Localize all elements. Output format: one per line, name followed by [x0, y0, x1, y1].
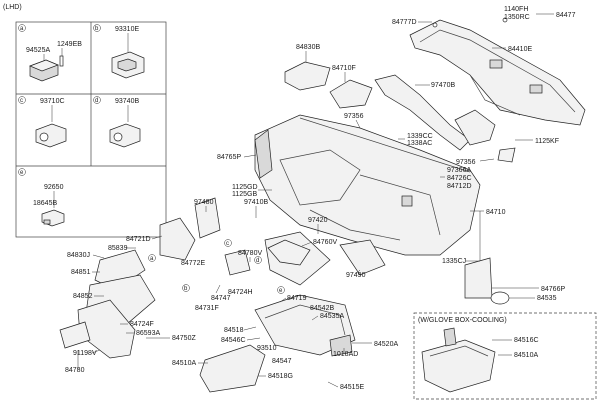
label-84719: 84719	[287, 295, 307, 302]
label-84852: 84852	[73, 293, 93, 300]
inset-cell-a: a 1249EB 94525A	[18, 24, 82, 82]
label-84780V: 84780V	[238, 250, 262, 257]
label-97420: 97420	[308, 217, 328, 224]
label-84516C: 84516C	[514, 337, 539, 344]
label-84410E: 84410E	[508, 46, 532, 53]
label-84851: 84851	[71, 269, 91, 276]
label-84721D: 84721D	[126, 236, 151, 243]
label-84518: 84518	[224, 327, 244, 334]
cell-letter-e: e	[20, 170, 24, 176]
label-84777D: 84777D	[392, 19, 417, 26]
inset-cell-b: b 93310E	[93, 24, 145, 79]
label-84547: 84547	[272, 358, 292, 365]
label-84710F: 84710F	[332, 65, 356, 72]
inset-cell-e: e 92650 18645B	[18, 168, 65, 227]
part-94525A: 94525A	[26, 47, 50, 54]
cell-letter-b: b	[95, 26, 99, 32]
cell-letter-a: a	[20, 26, 24, 32]
label-84546C: 84546C	[221, 337, 246, 344]
label-84515E: 84515E	[340, 384, 364, 391]
label-84830J: 84830J	[67, 252, 90, 259]
label-97410B: 97410B	[244, 199, 268, 206]
label-86593A: 86593A	[136, 330, 160, 337]
label-84535: 84535	[537, 295, 557, 302]
label-1018AD: 1018AD	[333, 351, 358, 358]
cell-letter-c: c	[20, 98, 23, 104]
part-92650: 92650	[44, 184, 64, 191]
label-84520A: 84520A	[374, 341, 398, 348]
svg-text:b: b	[184, 286, 188, 292]
label-84535A: 84535A	[320, 313, 344, 320]
label-1338AC: 1338AC	[407, 140, 432, 147]
label-1350RC: 1350RC	[504, 14, 530, 21]
label-97356-top: 97356	[344, 113, 364, 120]
inset-cell-d: d 93740B	[93, 96, 141, 148]
label-84780: 84780	[65, 367, 85, 374]
label-84724F: 84724F	[130, 321, 154, 328]
svg-text:e: e	[279, 288, 283, 294]
label-84510A: 84510A	[172, 360, 196, 367]
label-1335CJ: 1335CJ	[442, 258, 466, 265]
label-84710: 84710	[486, 209, 506, 216]
variant-label: (LHD)	[3, 4, 22, 11]
label-84765P: 84765P	[217, 154, 241, 161]
label-84477: 84477	[556, 12, 576, 19]
lower-panels	[59, 197, 510, 359]
top-trims	[254, 61, 373, 179]
label-97470B: 97470B	[431, 82, 455, 89]
label-84726C: 84726C	[447, 175, 472, 182]
air-ducts	[374, 74, 516, 163]
label-84731F: 84731F	[195, 305, 219, 312]
label-1339CC: 1339CC	[407, 133, 433, 140]
label-85839: 85839	[108, 245, 128, 252]
svg-text:a: a	[150, 256, 154, 262]
label-84724H: 84724H	[228, 289, 253, 296]
label-97480: 97480	[194, 199, 214, 206]
label-84747: 84747	[211, 295, 231, 302]
label-97356-right: 97356	[456, 159, 476, 166]
label-84766P: 84766P	[541, 286, 565, 293]
label-97366A: 97366A	[447, 167, 471, 174]
label-1140FH: 1140FH	[504, 6, 528, 13]
svg-text:d: d	[256, 258, 259, 264]
part-93710C: 93710C	[40, 98, 65, 105]
main-circle-tags: a b c d e	[148, 239, 285, 294]
label-84750Z: 84750Z	[172, 335, 196, 342]
glove-box	[199, 294, 356, 393]
label-84542B: 84542B	[310, 305, 334, 312]
label-84712D: 84712D	[447, 183, 472, 190]
glove-box-cooling-section: (W/GLOVE BOX-COOLING) 84516C 84510A	[413, 312, 597, 400]
label-1125GD: 1125GD	[232, 184, 258, 191]
part-1249EB: 1249EB	[57, 41, 82, 48]
label-84510A-cooling: 84510A	[514, 352, 538, 359]
label-93510: 93510	[257, 345, 277, 352]
label-84830B: 84830B	[296, 44, 320, 51]
crash-pad	[254, 114, 481, 256]
label-1125GB: 1125GB	[232, 191, 257, 198]
callout-labels: 84777D 1140FH 1350RC 84477 84410E 84830B…	[65, 6, 576, 391]
part-93310E: 93310E	[115, 26, 139, 33]
label-97490: 97490	[346, 272, 366, 279]
label-91198V: 91198V	[73, 350, 97, 357]
label-84518G: 84518G	[268, 373, 293, 380]
label-84760V: 84760V	[313, 239, 337, 246]
label-1125KF: 1125KF	[535, 138, 559, 145]
svg-text:c: c	[226, 241, 229, 247]
glove-box-cooling-title: (W/GLOVE BOX-COOLING)	[418, 317, 507, 324]
inset-panel: a 1249EB 94525A b 93310E c 93710C	[15, 21, 167, 238]
part-93740B: 93740B	[115, 98, 139, 105]
cowl-cross-member	[409, 17, 586, 126]
part-18645B: 18645B	[33, 200, 57, 207]
inset-cell-c: c 93710C	[18, 96, 67, 148]
cell-letter-d: d	[95, 98, 98, 104]
label-84772E: 84772E	[181, 260, 205, 267]
